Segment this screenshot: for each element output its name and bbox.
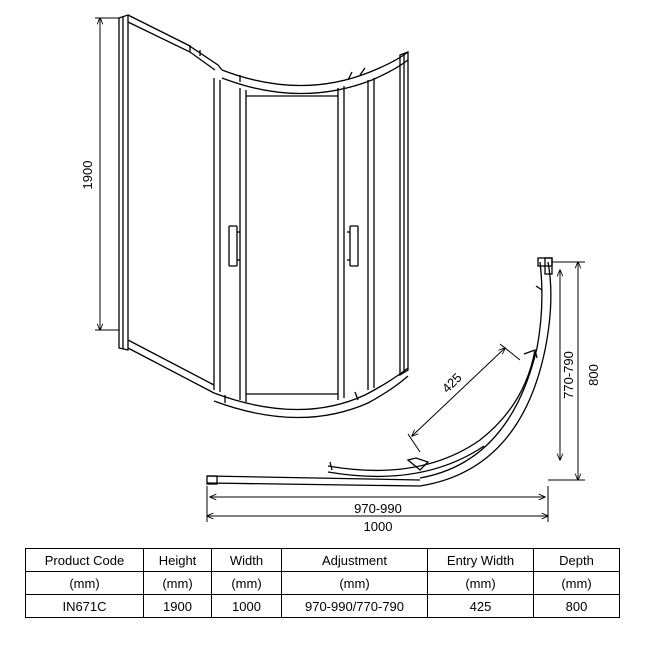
plan-view bbox=[206, 257, 553, 487]
depth-dimension bbox=[548, 262, 585, 480]
curved-bottom-track bbox=[213, 367, 409, 411]
unit-product-code: (mm) bbox=[25, 571, 144, 595]
width-dimension bbox=[207, 486, 548, 522]
value-width: 1000 bbox=[211, 594, 282, 618]
header-width: Width bbox=[211, 548, 282, 572]
elevation-view bbox=[118, 14, 409, 419]
inner-curve-door bbox=[327, 349, 536, 472]
value-depth: 800 bbox=[533, 594, 620, 618]
left-door-handle bbox=[228, 225, 238, 267]
header-product-code: Product Code bbox=[25, 548, 144, 572]
front-wall-profile bbox=[206, 475, 421, 481]
outer-width-dimension-label: 1000 bbox=[364, 519, 393, 534]
value-product-code: IN671C bbox=[25, 594, 144, 618]
height-dimension bbox=[95, 18, 119, 330]
depth-dimension-label: 800 bbox=[586, 364, 601, 386]
entry-dimension-label: 425 bbox=[439, 370, 465, 396]
table-header-row: Product Code Height Width Adjustment Ent… bbox=[25, 548, 620, 572]
header-depth: Depth bbox=[533, 548, 620, 572]
unit-adjustment: (mm) bbox=[281, 571, 428, 595]
table-values-row: IN671C 1900 1000 970-990/770-790 425 800 bbox=[25, 594, 620, 618]
value-adjustment: 970-990/770-790 bbox=[281, 594, 428, 618]
left-wall-frame bbox=[118, 14, 129, 351]
height-dimension-label: 1900 bbox=[80, 161, 95, 190]
entry-dimension bbox=[407, 343, 521, 453]
top-rail bbox=[127, 14, 223, 71]
spec-table: Product Code Height Width Adjustment Ent… bbox=[25, 548, 620, 618]
unit-depth: (mm) bbox=[533, 571, 620, 595]
depth-range-dimension-label: 770-790 bbox=[561, 351, 576, 399]
shower-enclosure-drawing: 1900 425 770-790 800 bbox=[80, 14, 601, 534]
unit-entry-width: (mm) bbox=[427, 571, 534, 595]
outer-curve-profile bbox=[419, 261, 552, 487]
header-height: Height bbox=[143, 548, 212, 572]
curved-top-track bbox=[221, 51, 409, 87]
header-adjustment: Adjustment bbox=[281, 548, 428, 572]
value-height: 1900 bbox=[143, 594, 212, 618]
bottom-rail bbox=[127, 339, 215, 386]
header-entry-width: Entry Width bbox=[427, 548, 534, 572]
value-entry-width: 425 bbox=[427, 594, 534, 618]
left-door-frame bbox=[213, 78, 247, 402]
unit-width: (mm) bbox=[211, 571, 282, 595]
table-units-row: (mm) (mm) (mm) (mm) (mm) (mm) bbox=[25, 571, 620, 595]
right-door-handle bbox=[349, 225, 359, 267]
right-door-frame bbox=[337, 78, 375, 400]
inner-width-dimension-label: 970-990 bbox=[354, 501, 402, 516]
right-wall-frame bbox=[399, 51, 409, 377]
unit-height: (mm) bbox=[143, 571, 212, 595]
